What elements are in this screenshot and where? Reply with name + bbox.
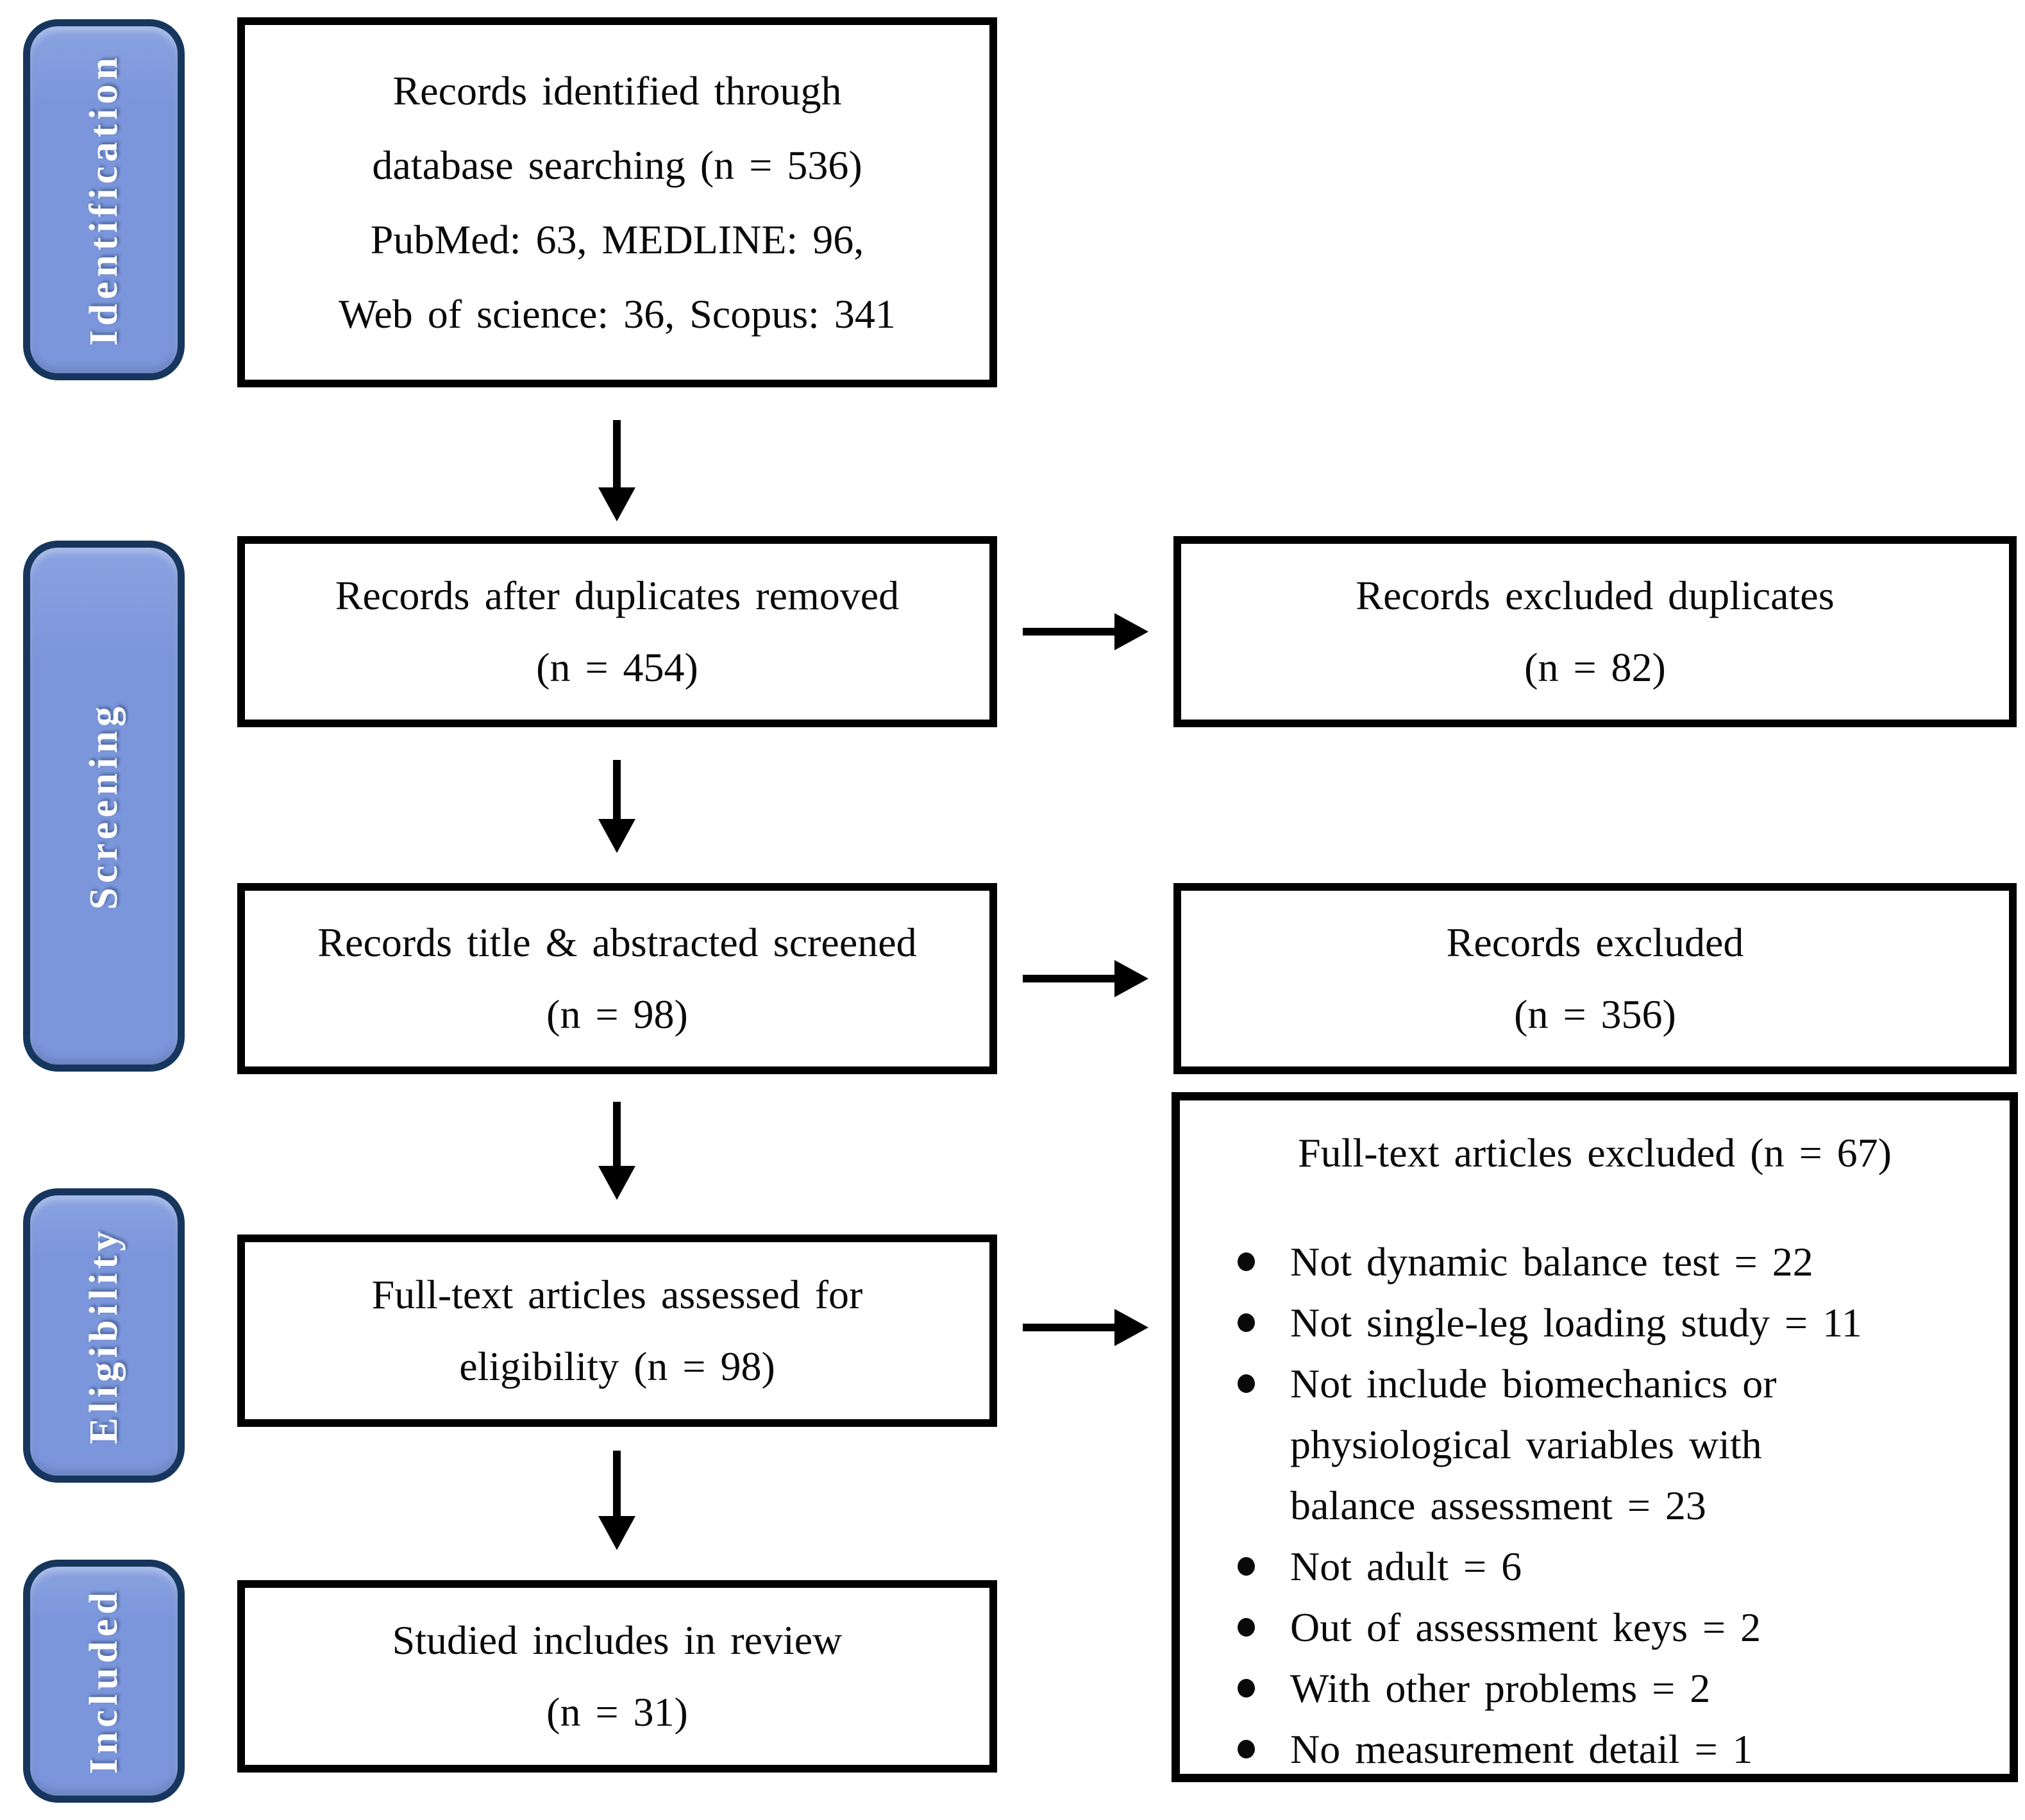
box-after-duplicates-line-2: (n = 454): [536, 645, 698, 690]
box-excluded-duplicates-line-2: (n = 82): [1524, 645, 1666, 690]
stage-included: Included: [23, 1560, 185, 1803]
stage-included-label: Included: [81, 1588, 126, 1774]
exclusion-reason-item: Not adult = 6: [1180, 1536, 1990, 1597]
stage-identification: Identification: [23, 19, 185, 380]
fulltext-excluded-title: Full-text articles excluded (n = 67): [1298, 1130, 1892, 1175]
box-records-excluded-line-1: Records excluded: [1446, 920, 1744, 965]
exclusion-reason-text: physiological variables with: [1290, 1422, 1762, 1467]
box-fulltext-assessed-line-2: eligibility (n = 98): [459, 1344, 775, 1389]
box-records-identified: Records identified through database sear…: [237, 17, 997, 387]
arrow-down-screened-to-fulltext: [598, 1102, 635, 1200]
exclusion-reason-text: Not include biomechanics or: [1290, 1361, 1777, 1406]
arrow-head-icon: [598, 1166, 635, 1200]
arrow-right-to-fulltext-excluded: [1023, 1309, 1148, 1346]
exclusion-reason-text: With other problems = 2: [1290, 1665, 1711, 1711]
box-title-abstract-screened: Records title & abstracted screened (n =…: [237, 883, 997, 1074]
box-after-duplicates-removed: Records after duplicates removed (n = 45…: [237, 536, 997, 727]
stage-screening: Screening: [23, 541, 185, 1072]
exclusion-reason-item: Not dynamic balance test = 22: [1180, 1231, 1990, 1292]
arrow-down-fulltext-to-included: [598, 1451, 635, 1550]
exclusion-reason-text: No measurement detail = 1: [1290, 1726, 1753, 1772]
arrow-down-after-duplicates-to-screened: [598, 760, 635, 853]
stage-screening-label: Screening: [81, 702, 126, 910]
box-included-line-1: Studied includes in review: [392, 1617, 843, 1663]
box-included-in-review: Studied includes in review (n = 31): [237, 1580, 997, 1773]
exclusion-reason-item: With other problems = 2: [1180, 1658, 1990, 1719]
arrow-head-icon: [1114, 1309, 1148, 1346]
box-after-duplicates-line-1: Records after duplicates removed: [335, 573, 900, 618]
box-records-excluded-line-2: (n = 356): [1514, 991, 1676, 1037]
exclusion-reason-item: Not include biomechanics or physiologica…: [1180, 1353, 1990, 1536]
box-excluded-duplicates: Records excluded duplicates (n = 82): [1173, 536, 2017, 727]
stage-eligibility: Eligibility: [23, 1188, 185, 1483]
fulltext-excluded-list: Not dynamic balance test = 22 Not single…: [1180, 1231, 2010, 1780]
arrow-head-icon: [598, 1516, 635, 1550]
box-records-identified-line-1: Records identified through: [392, 67, 842, 114]
box-title-abstract-line-2: (n = 98): [546, 991, 688, 1037]
exclusion-reason-text: Not adult = 6: [1290, 1544, 1522, 1589]
arrow-right-to-records-excluded: [1023, 960, 1148, 997]
box-excluded-duplicates-line-1: Records excluded duplicates: [1356, 573, 1835, 618]
exclusion-reason-text: balance assessment = 23: [1290, 1483, 1706, 1528]
box-records-identified-line-3: PubMed: 63, MEDLINE: 96,: [370, 216, 864, 262]
stage-eligibility-label: Eligibility: [81, 1227, 126, 1444]
box-included-line-2: (n = 31): [546, 1689, 688, 1735]
box-title-abstract-line-1: Records title & abstracted screened: [317, 920, 917, 965]
box-records-excluded: Records excluded (n = 356): [1173, 883, 2017, 1074]
arrow-head-icon: [1114, 613, 1148, 650]
arrow-head-icon: [598, 487, 635, 521]
exclusion-reason-item: Out of assessment keys = 2: [1180, 1597, 1990, 1658]
exclusion-reason-text: Not single-leg loading study = 11: [1290, 1300, 1862, 1345]
arrow-head-icon: [1114, 960, 1148, 997]
exclusion-reason-text: Not dynamic balance test = 22: [1290, 1239, 1813, 1285]
box-records-identified-line-2: database searching (n = 536): [372, 142, 862, 188]
stage-identification-label: Identification: [81, 53, 126, 346]
exclusion-reason-item: Not single-leg loading study = 11: [1180, 1292, 1990, 1353]
box-fulltext-assessed-line-1: Full-text articles assessed for: [371, 1272, 863, 1317]
arrow-right-to-excluded-duplicates: [1023, 613, 1148, 650]
box-records-identified-line-4: Web of science: 36, Scopus: 341: [339, 291, 896, 337]
arrow-head-icon: [598, 819, 635, 853]
exclusion-reason-text: Out of assessment keys = 2: [1290, 1605, 1761, 1650]
box-fulltext-assessed: Full-text articles assessed for eligibil…: [237, 1234, 997, 1427]
exclusion-reason-item: No measurement detail = 1: [1180, 1719, 1990, 1780]
box-fulltext-excluded: Full-text articles excluded (n = 67) Not…: [1172, 1092, 2018, 1782]
arrow-down-identified-to-after-duplicates: [598, 420, 635, 521]
